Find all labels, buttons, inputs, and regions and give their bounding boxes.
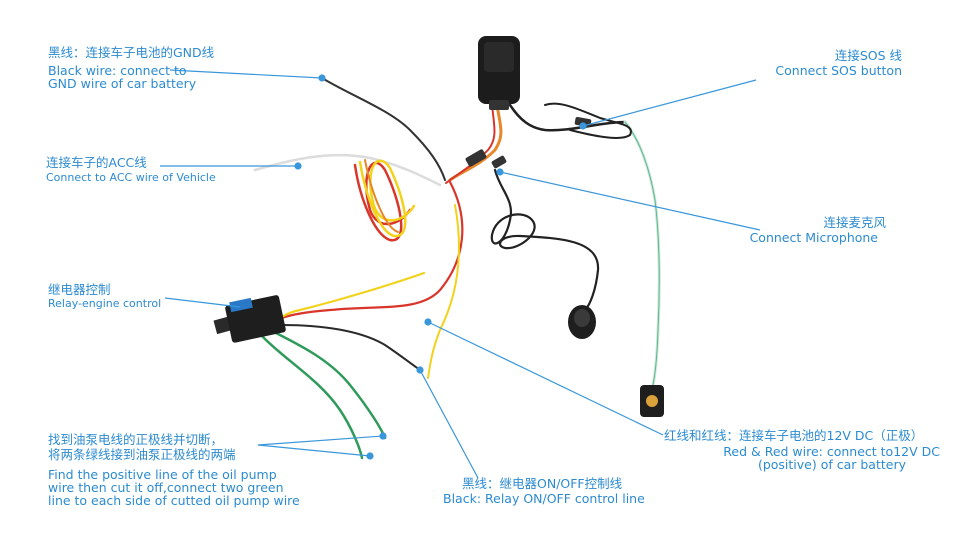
microphone-icon: [568, 305, 596, 339]
sos-label-en: Connect SOS button: [775, 64, 902, 77]
pointer-pump-1: [258, 436, 383, 445]
pointer-relay: [165, 298, 240, 307]
mic-cable: [492, 170, 598, 310]
gps-tracker-device-icon: [478, 36, 520, 110]
black-relay-label-en: Black: Relay ON/OFF control line: [443, 492, 645, 505]
red-label-en-line2: (positive) of car battery: [758, 458, 906, 471]
acc-white-wire: [255, 155, 440, 185]
sos-button-icon: [640, 385, 664, 417]
acc-label-zh: 连接车子的ACC线: [46, 155, 147, 170]
pointer-sos: [583, 80, 756, 126]
pointer-mic: [500, 172, 760, 230]
pump-label-en-line3: line to each side of cutted oil pump wir…: [48, 494, 300, 507]
pointer-black-relay: [420, 370, 478, 478]
relay-label-en: Relay-engine control: [48, 297, 161, 310]
green-wire-1: [270, 330, 385, 438]
yellow-wire-down: [428, 205, 459, 378]
black-relay-label-zh: 黑线：继电器ON/OFF控制线: [462, 476, 622, 491]
device-main-cable-red: [446, 105, 495, 183]
sos-cable-inner: [625, 122, 659, 385]
relay-module-icon: [213, 295, 286, 344]
mic-label-zh: 连接麦克风: [823, 215, 886, 230]
gnd-label-en-line2: GND wire of car battery: [48, 77, 196, 90]
pump-label-zh-line2: 将两条绿线接到油泵正极线的两端: [48, 447, 236, 462]
wire-bundle: [255, 78, 659, 458]
relay-label-zh: 继电器控制: [48, 282, 111, 297]
pump-label-zh-line1: 找到油泵电线的正极线并切断，: [48, 432, 223, 447]
red-label-zh: 红线和红线：连接车子电池的12V DC（正极）: [664, 428, 923, 443]
green-wire-2: [262, 336, 362, 458]
mic-label-en: Connect Microphone: [750, 231, 878, 244]
yellow-wire-to-relay: [280, 273, 424, 318]
sos-cable: [625, 122, 659, 385]
pointer-pump-2: [258, 445, 370, 456]
sos-label-zh: 连接SOS 线: [835, 48, 902, 63]
device-sos-cable: [510, 105, 625, 130]
gnd-label-zh: 黑线：连接车子电池的GND线: [48, 45, 214, 60]
acc-label-en: Connect to ACC wire of Vehicle: [46, 171, 216, 184]
callout-pointers: [160, 70, 760, 478]
gnd-black-wire: [322, 78, 445, 180]
pointer-red: [428, 322, 663, 435]
